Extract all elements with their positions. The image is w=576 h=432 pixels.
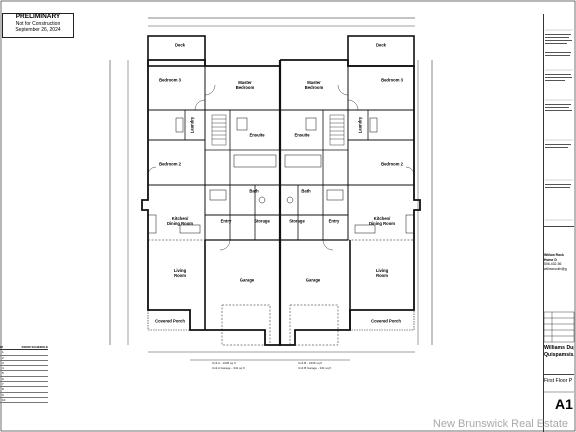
preliminary-stamp: PRELIMINARY Not for Construction Septemb… [2,13,74,38]
room-bath-left: Bath [249,188,259,194]
area-garage-b: Unit B Garage - 341 sq ft [298,366,332,370]
sheet-title: First Floor P [544,374,574,384]
room-entry-right: Entry [328,218,340,224]
room-kitchen-right: Kitchen/ Dining Room [368,216,396,226]
project-name: Williams Dup Quispamsis, [544,345,574,358]
room-laundry-right: Laundry [357,116,363,134]
schedule-row: 8 [0,387,48,393]
project-line1: Williams Dup [544,345,574,351]
room-porch-right: Covered Porch [371,318,401,324]
watermark: New Brunswick Real Estate [432,418,568,430]
designer-info: Willow Rock Home D 506-432-56 willowrock… [544,226,574,283]
door-schedule: ID DOOR SCHEDULE 1 2 3 4 5 6 7 8 9 10 [0,345,48,404]
schedule-row: 3 [0,361,48,367]
room-living-left: Living Room [173,268,187,278]
designer-name: Willow Rock Home D [544,253,564,262]
revision-grid [544,312,574,342]
sheet-number: A1 [555,396,573,412]
schedule-row: 1 [0,350,48,356]
area-unit-b: Unit B - 1635 sq ft [298,361,323,365]
area-garage-a: Unit A Garage - 341 sq ft [212,366,245,370]
designer-phone: 506-432-56 [544,262,562,267]
stamp-subtitle: Not for Construction [15,20,61,27]
room-storage-left: Storage [254,218,270,224]
room-master-right: Master Bedroom [304,80,324,90]
schedule-row: 9 [0,393,48,398]
room-garage-right: Garage [305,277,321,283]
schedule-row: 4 [0,366,48,372]
schedule-row: 2 [0,356,48,361]
designer-email: willowrockh@g [544,266,567,271]
schedule-row: 5 [0,371,48,377]
schedule-row: 6 [0,377,48,383]
room-ensuite-left: Ensuite [249,132,265,138]
project-line2: Quispamsis, [544,351,574,358]
door-schedule-title: DOOR SCHEDULE [21,345,48,349]
room-deck-right: Deck [375,42,387,48]
room-living-right: Living Room [375,268,389,278]
room-garage-left: Garage [239,277,255,283]
title-block [543,14,576,432]
schedule-row: 7 [0,382,48,388]
room-storage-right: Storage [289,218,305,224]
area-unit-a: Unit A - 1635 sq ft [212,361,236,365]
room-bath-right: Bath [301,188,311,194]
room-entry-left: Entry [220,218,232,224]
room-bedroom2-left: Bedroom 2 [159,161,181,167]
schedule-row: 10 [0,398,48,404]
door-schedule-header: ID DOOR SCHEDULE [0,345,48,351]
room-master-left: Master Bedroom [235,80,255,90]
room-bedroom2-right: Bedroom 2 [381,161,403,167]
room-laundry-left: Laundry [189,116,195,134]
room-porch-left: Covered Porch [155,318,185,324]
room-bedroom3-right: Bedroom 3 [381,77,403,83]
door-schedule-col: ID [0,345,3,349]
room-ensuite-right: Ensuite [294,132,310,138]
room-deck-left: Deck [174,42,186,48]
room-bedroom3-left: Bedroom 3 [159,77,181,83]
stamp-date: September 26, 2024 [15,27,61,33]
stamp-title: PRELIMINARY [15,13,61,20]
room-kitchen-left: Kitchen/ Dining Room [166,216,194,226]
